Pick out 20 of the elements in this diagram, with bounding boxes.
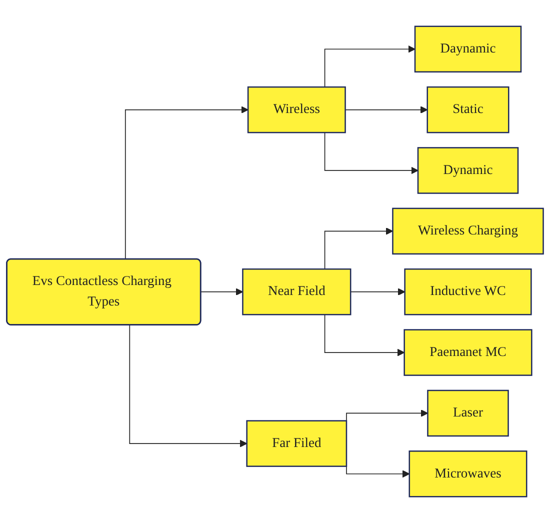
node-box: Wireless Charging (392, 208, 544, 255)
arrow (324, 227, 394, 270)
arrow (350, 288, 406, 296)
node-box: Laser (427, 390, 509, 437)
node-box: Static (426, 86, 510, 134)
node-box: Paemanet MC (404, 329, 532, 376)
node-box: Daynamic (414, 26, 522, 72)
arrow (324, 45, 416, 88)
arrow (124, 106, 248, 260)
node-box: Microwaves (408, 450, 528, 498)
node-box: Near Field (242, 268, 352, 316)
node-box: Far Filed (246, 420, 348, 467)
arrow (324, 132, 418, 174)
arrow (200, 288, 244, 296)
node-box: Wireless (247, 86, 346, 134)
node-box: Dynamic (417, 147, 519, 194)
arrow (344, 106, 428, 114)
arrow (129, 324, 248, 448)
arrow (324, 314, 405, 356)
node-box: Inductive WC (404, 268, 532, 316)
